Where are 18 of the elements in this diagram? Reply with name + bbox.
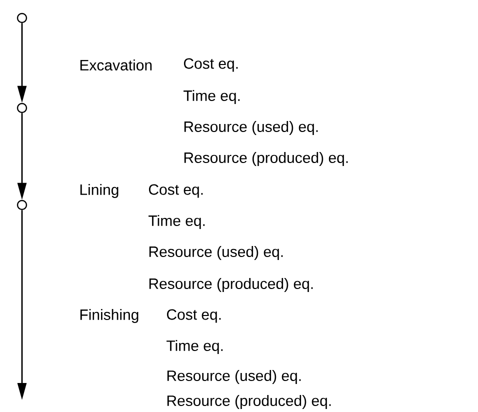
equation-label: Cost eq. xyxy=(184,58,238,72)
equation-label: Time eq. xyxy=(148,215,205,229)
equation-label: Resource (used) eq. xyxy=(184,121,318,135)
equation-label: Resource (used) eq. xyxy=(167,370,301,384)
edge-label: Lining xyxy=(80,184,118,198)
equation-label: Time eq. xyxy=(166,340,223,354)
equation-label: Resource (produced) eq. xyxy=(184,152,348,166)
equation-label: Time eq. xyxy=(184,90,240,104)
equation-label: Cost eq. xyxy=(166,309,221,323)
equation-label: Resource (produced) eq. xyxy=(167,395,331,409)
edge-label: Excavation xyxy=(80,60,152,70)
equation-label: Cost eq. xyxy=(148,184,203,198)
event-circle xyxy=(16,200,28,210)
event-circle xyxy=(16,12,28,24)
equation-label: Resource (produced) eq. xyxy=(149,278,313,292)
event-circle xyxy=(16,102,28,114)
edge-label: Finishing xyxy=(80,309,138,323)
equation-label: Resource (used) eq. xyxy=(149,246,283,260)
